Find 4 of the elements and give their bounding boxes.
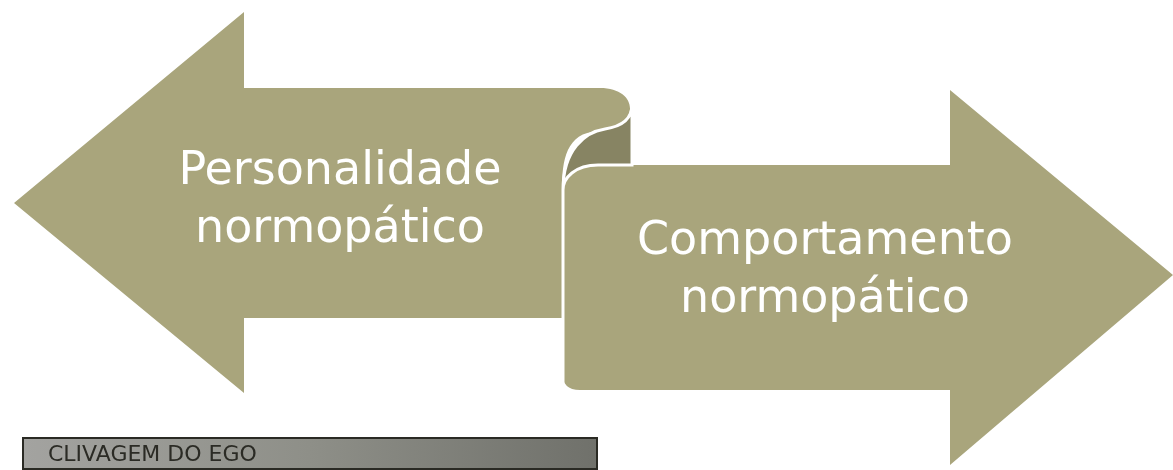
arrow-label: Comportamento normopático xyxy=(636,210,1014,325)
bar-label: CLIVAGEM DO EGO xyxy=(48,442,257,465)
label-bar xyxy=(22,437,598,470)
arrow-label: Personalidade normopático xyxy=(177,140,503,255)
